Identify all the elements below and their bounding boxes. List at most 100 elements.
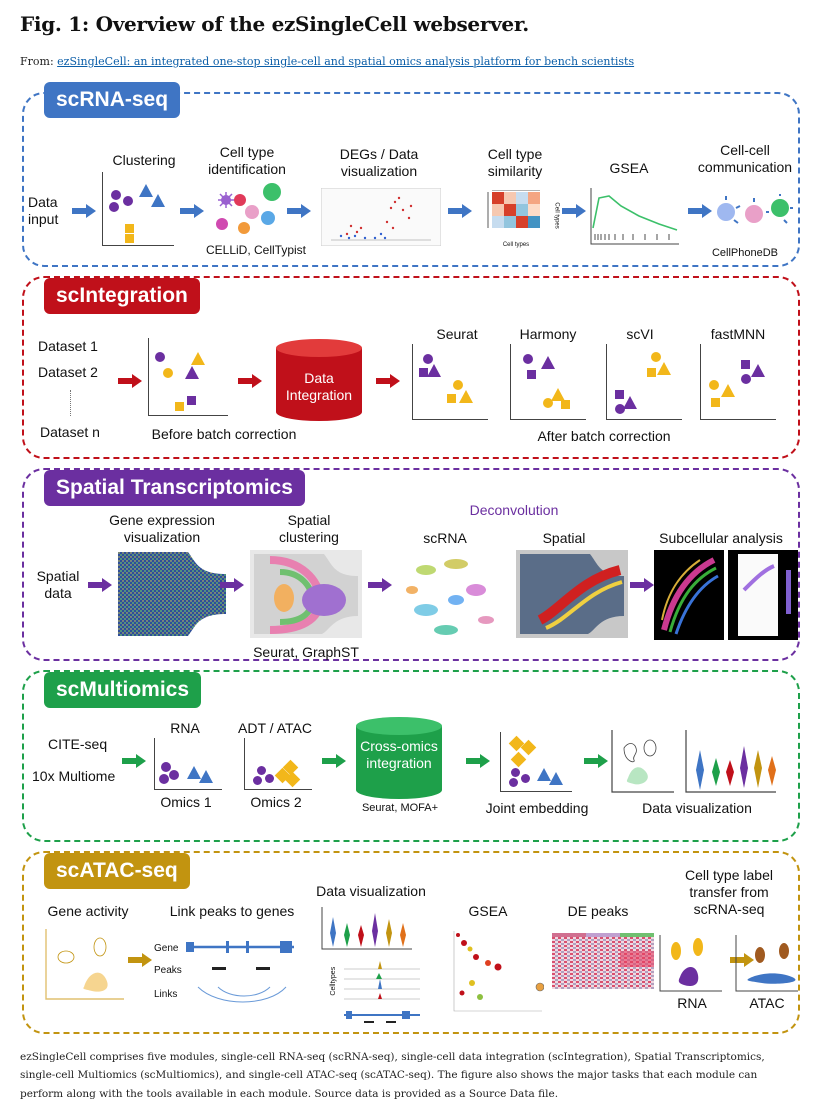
scatter-dot (509, 778, 518, 787)
module-spatial: Spatial Transcriptomics Spatial data Gen… (22, 468, 800, 661)
scatter-triangle (751, 364, 765, 377)
scatter-square (561, 400, 570, 409)
transfer-atac-label: ATAC (749, 995, 785, 1011)
atac-gsea-label: GSEA (468, 903, 508, 919)
gsea-plot (590, 188, 679, 245)
from-prefix: From: (20, 55, 54, 68)
scatter-dot (543, 398, 553, 408)
arrow-icon (376, 374, 400, 388)
module-scrna: scRNA-seq Data input Clustering Cell typ… (22, 82, 800, 267)
scatter-triangle (459, 390, 473, 403)
rna-label: RNA (170, 720, 200, 736)
scatter-square (527, 370, 536, 379)
spatial-clustering-label: Spatial clustering (279, 512, 339, 545)
module-scatac: scATAC-seq Gene activity Link peaks to g… (22, 851, 800, 1034)
arrow-icon (118, 374, 142, 388)
scatter-dot (169, 770, 179, 780)
multiome-label: 10x Multiome (32, 768, 116, 784)
arrow-icon (128, 953, 152, 967)
peak-gene-tracks (186, 941, 294, 1003)
before-correction-plot (148, 338, 228, 416)
track-links-label: Links (154, 989, 178, 1000)
arrow-icon (466, 754, 490, 768)
before-correction-label: Before batch correction (151, 426, 297, 442)
atac-violin-plot (321, 907, 412, 950)
scatter-dot (511, 768, 520, 777)
scatter-square (615, 390, 624, 399)
cell-type-id-label: Cell type identification (208, 144, 286, 177)
scatter-triangle (549, 772, 563, 785)
module-label-multiomics: scMultiomics (44, 672, 202, 708)
multiomics-dataviz (611, 730, 776, 793)
cell-communication-icon (717, 194, 793, 224)
spatial-data-label: Spatial data (36, 568, 80, 601)
subcellular-image (654, 550, 798, 640)
scatter-triangle (191, 352, 205, 365)
label-transfer-label: Cell type label transfer from scRNA-seq (685, 867, 773, 917)
arrow-icon (88, 578, 112, 592)
de-peaks-heatmap (552, 933, 654, 989)
joint-embedding-label: Joint embedding (485, 800, 589, 816)
after-correction-label: After batch correction (537, 428, 671, 444)
harmony-plot (510, 344, 586, 420)
figure-caption: ezSingleCell comprises five modules, sin… (20, 1051, 765, 1100)
module-label-scatac: scATAC-seq (44, 853, 190, 889)
data-integration-cylinder (276, 339, 362, 421)
scatter-triangle (623, 396, 637, 409)
scatter-dot (163, 368, 173, 378)
fastmnn-plot (700, 344, 776, 420)
arrow-icon (368, 578, 392, 592)
scatter-triangle (185, 366, 199, 379)
scatter-dot (709, 380, 719, 390)
scatter-dot (161, 762, 171, 772)
atac-gsea-dotplot (453, 931, 544, 1012)
deconvolution-spatial-map (516, 550, 628, 638)
similarity-axis-y: Cell types (553, 202, 560, 229)
multiomics-dataviz-label: Data visualization (642, 800, 752, 816)
link-peaks-label: Link peaks to genes (169, 903, 295, 919)
scatter-square (187, 396, 196, 405)
atac-dataviz-label: Data visualization (316, 883, 426, 899)
scatter-square (419, 368, 428, 377)
gsea-label: GSEA (609, 160, 649, 176)
figure-title: Fig. 1: Overview of the ezSingleCell web… (20, 12, 529, 36)
gene-expr-label: Gene expression visualization (109, 512, 215, 545)
track-peaks-label: Peaks (154, 965, 182, 976)
scatter-dot (423, 354, 433, 364)
arrow-icon (122, 754, 146, 768)
cluster-dot (111, 190, 121, 200)
scvi-plot (606, 344, 682, 420)
article-link[interactable]: ezSingleCell: an integrated one-stop sin… (57, 55, 635, 68)
spatial-clustering-tools: Seurat, GraphST (253, 644, 359, 660)
rna-plot (154, 738, 222, 790)
volcano-plot (321, 188, 441, 246)
scatter-triangle (541, 356, 555, 369)
scatter-triangle (427, 364, 441, 377)
cluster-dot (123, 196, 133, 206)
scatter-dot (651, 352, 661, 362)
de-peaks-label: DE peaks (567, 903, 629, 919)
arrow-icon (562, 204, 586, 218)
cluster-triangle (139, 184, 153, 197)
celltypes-axis-label: Celltypes (329, 966, 337, 996)
scatter-dot (615, 404, 625, 414)
track-gene-label: Gene (154, 943, 179, 954)
similarity-label: Cell type similarity (487, 146, 543, 179)
joint-embedding-plot (500, 732, 572, 792)
omics-1-label: Omics 1 (160, 794, 212, 810)
method-label-harmony: Harmony (519, 326, 577, 342)
cross-omics-tools: Seurat, MOFA+ (361, 802, 439, 814)
scatter-diamond (510, 751, 527, 768)
scatter-square (447, 394, 456, 403)
data-integration-label: Data Integration (285, 370, 353, 403)
ccc-tool: CellPhoneDB (711, 247, 779, 259)
spatial-clustering-map (250, 550, 362, 638)
arrow-icon (630, 578, 654, 592)
ccc-label: Cell-cell communication (697, 142, 793, 175)
method-label-scvi: scVI (626, 326, 654, 342)
coverage-plot (344, 961, 420, 1023)
scatter-triangle (721, 384, 735, 397)
clustering-label: Clustering (112, 152, 176, 168)
method-label-fastmnn: fastMNN (710, 326, 766, 342)
cite-seq-label: CITE-seq (48, 736, 108, 752)
